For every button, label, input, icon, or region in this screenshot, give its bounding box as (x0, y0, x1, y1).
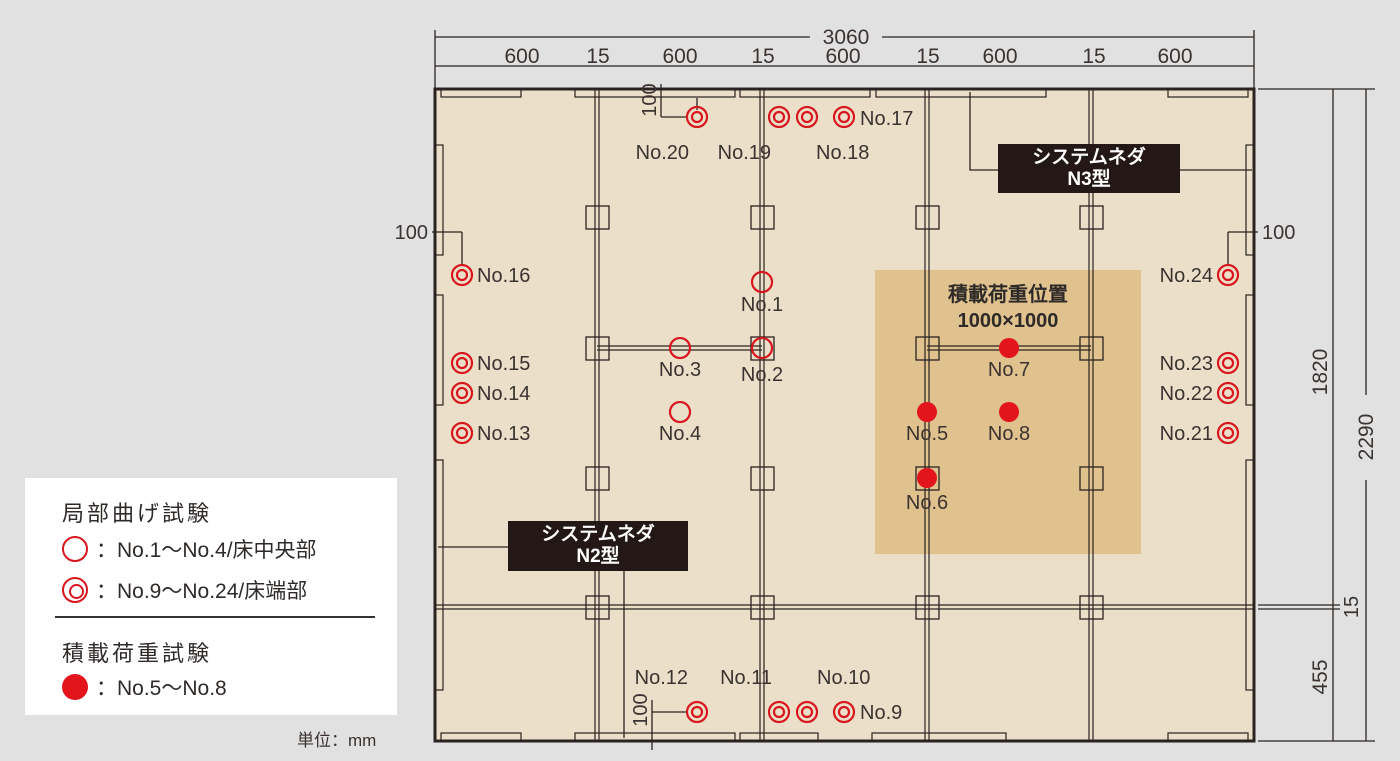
point-9-marker (832, 700, 856, 724)
dim-offset-left: 100 (395, 222, 428, 244)
dim-segment-1: 600 (504, 45, 539, 68)
point-14-marker (450, 381, 474, 405)
legend-section1-title: 局部曲げ試験 (62, 501, 213, 526)
point-14-label: No.14 (477, 383, 530, 405)
legend-item-center: ：No.1～No.4/床中央部 (62, 534, 317, 564)
point-24-marker (1216, 263, 1240, 287)
dim-total-width: 3060 (823, 26, 870, 49)
legend-item-edge: ：No.9～No.24/床端部 (62, 575, 307, 605)
point-23-label: No.23 (1160, 353, 1213, 375)
legend: 局部曲げ試験 ：No.1～No.4/床中央部 ：No.9～No.24/床端部 積… (25, 478, 397, 715)
dim-offset-right: 100 (1262, 222, 1295, 244)
double-ring-icon (62, 577, 88, 603)
point-22-marker (1216, 381, 1240, 405)
point-19-label: No.19 (718, 142, 771, 164)
dim-height-bottom: 455 (1309, 659, 1332, 694)
point-11-label: No.11 (720, 667, 772, 689)
dim-height-total: 2290 (1355, 414, 1378, 461)
filled-dot-icon (62, 674, 88, 700)
point-18-label: No.18 (816, 142, 869, 164)
point-8-label: No.8 (988, 423, 1030, 445)
joists (435, 89, 1254, 741)
point-4-label: No.4 (659, 423, 701, 445)
point-3-marker (668, 336, 692, 360)
dim-segment-4: 600 (982, 45, 1017, 68)
point-7-label: No.7 (988, 359, 1030, 381)
legend-item3-text: ：No.5～No.8 (96, 677, 227, 700)
callout-n2-joist: システムネダ N2型 (508, 521, 688, 571)
dim-gap-1: 15 (586, 45, 609, 68)
edge-test-points (450, 105, 1240, 724)
callout-n2-line2: N2型 (576, 546, 620, 567)
legend-item-load: ：No.5～No.8 (62, 672, 227, 702)
callout-n3-joist: システムネダ N3型 (998, 144, 1180, 193)
point-9-label: No.9 (860, 702, 902, 724)
point-4-marker (668, 400, 692, 424)
point-13-marker (450, 421, 474, 445)
unit-label: 単位：mm (297, 731, 377, 750)
point-15-marker (450, 351, 474, 375)
point-2-marker (750, 336, 774, 360)
point-16-marker (450, 263, 474, 287)
point-13-label: No.13 (477, 423, 530, 445)
dim-segment-2: 600 (662, 45, 697, 68)
dimension-lines (432, 30, 1375, 750)
load-area-size: 1000×1000 (958, 310, 1059, 332)
point-5-label: No.5 (906, 423, 948, 445)
point-17-marker (832, 105, 856, 129)
dim-gap-2: 15 (751, 45, 774, 68)
point-15-label: No.15 (477, 353, 530, 375)
point-23-marker (1216, 351, 1240, 375)
edge-rails (434, 88, 1255, 742)
dim-height-gap: 15 (1341, 596, 1363, 618)
point-12-marker (685, 700, 709, 724)
point-24-label: No.24 (1160, 265, 1213, 287)
point-10-label: No.10 (817, 667, 870, 689)
point-3-label: No.3 (659, 359, 701, 381)
dim-segment-5: 600 (1157, 45, 1192, 68)
dim-gap-4: 15 (1082, 45, 1105, 68)
point-11-marker (767, 700, 791, 724)
dim-segment-3: 600 (825, 45, 860, 68)
ring-icon (62, 536, 88, 562)
legend-item1-text: ：No.1～No.4/床中央部 (96, 539, 317, 562)
point-19-marker (767, 105, 791, 129)
dim-offset-top: 100 (639, 83, 661, 116)
point-10-marker (795, 700, 819, 724)
point-6-marker (917, 468, 937, 488)
legend-item2-text: ：No.9～No.24/床端部 (96, 580, 308, 603)
point-1-marker (750, 270, 774, 294)
point-7-marker (999, 338, 1019, 358)
center-test-points (668, 270, 774, 424)
point-18-marker (795, 105, 819, 129)
point-1-label: No.1 (741, 294, 783, 316)
point-16-label: No.16 (477, 265, 530, 287)
point-2-label: No.2 (741, 364, 783, 386)
load-test-points (917, 338, 1019, 488)
point-21-label: No.21 (1160, 423, 1213, 445)
callout-n2-line1: システムネダ (541, 524, 655, 545)
callout-n3-line1: システムネダ (1032, 147, 1146, 168)
load-area-title: 積載荷重位置 (948, 282, 1068, 306)
dim-offset-bottom: 100 (630, 693, 652, 726)
point-21-marker (1216, 421, 1240, 445)
point-22-label: No.22 (1160, 383, 1213, 405)
point-12-label: No.12 (635, 667, 688, 689)
point-20-label: No.20 (636, 142, 689, 164)
point-8-marker (999, 402, 1019, 422)
point-20-marker (685, 105, 709, 129)
dim-height-main: 1820 (1309, 349, 1332, 396)
point-17-label: No.17 (860, 108, 913, 130)
legend-section2-title: 積載荷重試験 (62, 641, 213, 666)
legend-divider (55, 616, 375, 618)
point-6-label: No.6 (906, 492, 948, 514)
dim-gap-3: 15 (916, 45, 939, 68)
point-5-marker (917, 402, 937, 422)
callout-n3-line2: N3型 (1067, 169, 1111, 190)
